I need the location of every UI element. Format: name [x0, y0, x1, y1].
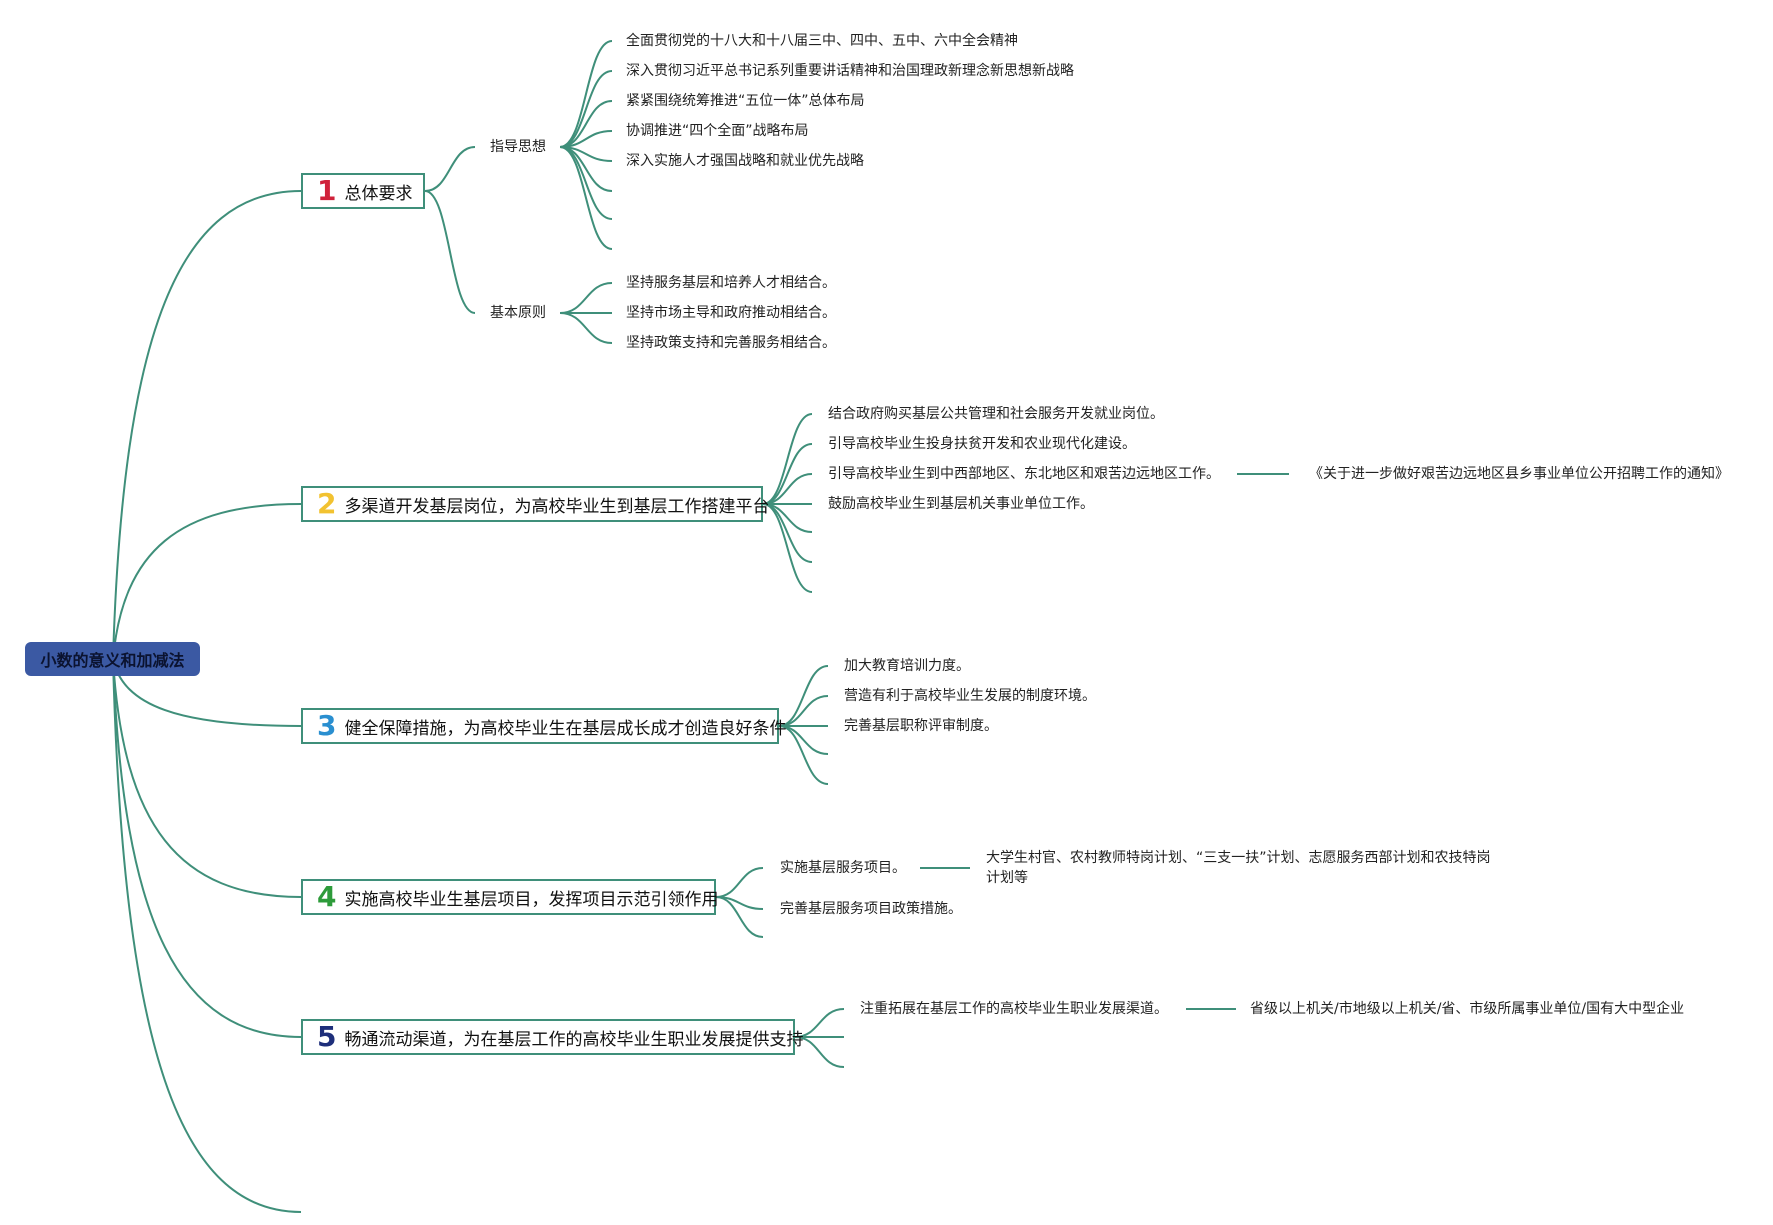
topic-3-title: 健全保障措施，为高校毕业生在基层成长成才创造良好条件 — [344, 718, 787, 739]
guiding-branch-1 — [559, 70, 613, 148]
guiding-thought-item-2[interactable]: 深入贯彻习近平总书记系列重要讲话精神和治国理政新理念新思想新战略 — [626, 63, 1074, 79]
guiding-thought-item-5[interactable]: 深入实施人才强国战略和就业优先战略 — [626, 153, 864, 169]
principle-branch-0 — [559, 282, 613, 314]
topic-3-item-2[interactable]: 营造有利于高校毕业生发展的制度环境。 — [844, 688, 1096, 704]
topic-4-item-2[interactable]: 完善基层服务项目政策措施。 — [780, 901, 962, 917]
root-to-empty-branch-line — [112, 658, 302, 1213]
topic5-branch-2 — [794, 1036, 845, 1068]
guiding-branch-6 — [559, 146, 613, 220]
topic2-branch-1 — [762, 443, 813, 505]
guiding-thought-item-1[interactable]: 全面贯彻党的十八大和十八届三中、四中、五中、六中全会精神 — [626, 33, 1018, 49]
topic3-branch-0 — [778, 665, 829, 727]
topic-2-title: 多渠道开发基层岗位，为高校毕业生到基层工作搭建平台 — [344, 496, 770, 517]
topic-5-number: 5 — [317, 1020, 337, 1053]
topic-4-number: 4 — [317, 880, 337, 913]
topic-3-node[interactable]: 3 健全保障措施，为高校毕业生在基层成长成才创造良好条件 — [301, 708, 786, 744]
topic-2-item-2[interactable]: 引导高校毕业生投身扶贫开发和农业现代化建设。 — [828, 436, 1136, 452]
root-node[interactable]: 小数的意义和加减法 — [25, 642, 200, 676]
topic3-branch-4 — [778, 725, 829, 785]
topic-5-item-1[interactable]: 注重拓展在基层工作的高校毕业生职业发展渠道。 — [860, 1001, 1168, 1017]
topic-5-title: 畅通流动渠道，为在基层工作的高校毕业生职业发展提供支持 — [344, 1029, 804, 1050]
basic-principle-item-1[interactable]: 坚持服务基层和培养人才相结合。 — [626, 275, 836, 291]
topic4-branch-2 — [715, 896, 764, 938]
topic-5-note[interactable]: 省级以上机关/市地级以上机关/省、市级所属事业单位/国有大中型企业 — [1250, 1001, 1685, 1017]
guiding-branch-7 — [559, 146, 613, 250]
topic-2-item-1[interactable]: 结合政府购买基层公共管理和社会服务开发就业岗位。 — [828, 406, 1164, 422]
root-to-topic-1-line — [112, 190, 302, 660]
topic-1-number: 1 — [317, 174, 337, 207]
root-to-topic-4-line — [112, 658, 302, 898]
root-label: 小数的意义和加减法 — [40, 651, 185, 670]
topic-2-note[interactable]: 《关于进一步做好艰苦边远地区县乡事业单位公开招聘工作的通知》 — [1309, 466, 1729, 482]
topic2-branch-6 — [762, 503, 813, 593]
topic-4-node[interactable]: 4 实施高校毕业生基层项目，发挥项目示范引领作用 — [301, 879, 719, 915]
topic-3-item-3[interactable]: 完善基层职称评审制度。 — [844, 718, 998, 734]
topic-4-note[interactable]: 大学生村官、农村教师特岗计划、“三支一扶”计划、志愿服务西部计划和农技特岗计划等 — [986, 850, 1491, 886]
topic-5-node[interactable]: 5 畅通流动渠道，为在基层工作的高校毕业生职业发展提供支持 — [301, 1019, 803, 1055]
topic-4-item-1[interactable]: 实施基层服务项目。 — [780, 860, 906, 876]
topic-2-number: 2 — [317, 487, 337, 520]
topic1-to-guiding-line — [424, 146, 476, 192]
topic-1-title: 总体要求 — [344, 183, 413, 204]
root-to-topic-2-line — [112, 503, 302, 660]
topic-3-item-1[interactable]: 加大教育培训力度。 — [844, 658, 970, 674]
topic1-to-principle-line — [424, 190, 476, 314]
topic-1-node[interactable]: 1 总体要求 — [301, 173, 425, 209]
guiding-thought-item-3[interactable]: 紧紧围绕统筹推进“五位一体”总体布局 — [626, 93, 865, 109]
topic-4-title: 实施高校毕业生基层项目，发挥项目示范引领作用 — [344, 889, 719, 910]
topic2-branch-5 — [762, 503, 813, 563]
basic-principle-item-3[interactable]: 坚持政策支持和完善服务相结合。 — [626, 335, 836, 351]
principle-branch-2 — [559, 312, 613, 344]
topic-3-number: 3 — [317, 709, 337, 742]
guiding-thought-label[interactable]: 指导思想 — [490, 139, 546, 155]
topic4-branch-0 — [715, 867, 764, 898]
guiding-branch-0 — [559, 40, 613, 148]
guiding-thought-item-4[interactable]: 协调推进“四个全面”战略布局 — [626, 123, 809, 139]
topic-2-item-4[interactable]: 鼓励高校毕业生到基层机关事业单位工作。 — [828, 496, 1094, 512]
topic2-branch-0 — [762, 413, 813, 505]
basic-principle-label[interactable]: 基本原则 — [490, 305, 546, 321]
basic-principle-item-2[interactable]: 坚持市场主导和政府推动相结合。 — [626, 305, 836, 321]
root-to-topic-5-line — [112, 658, 302, 1038]
topic-2-node[interactable]: 2 多渠道开发基层岗位，为高校毕业生到基层工作搭建平台 — [301, 486, 769, 522]
topic-2-item-3[interactable]: 引导高校毕业生到中西部地区、东北地区和艰苦边远地区工作。 — [828, 466, 1220, 482]
